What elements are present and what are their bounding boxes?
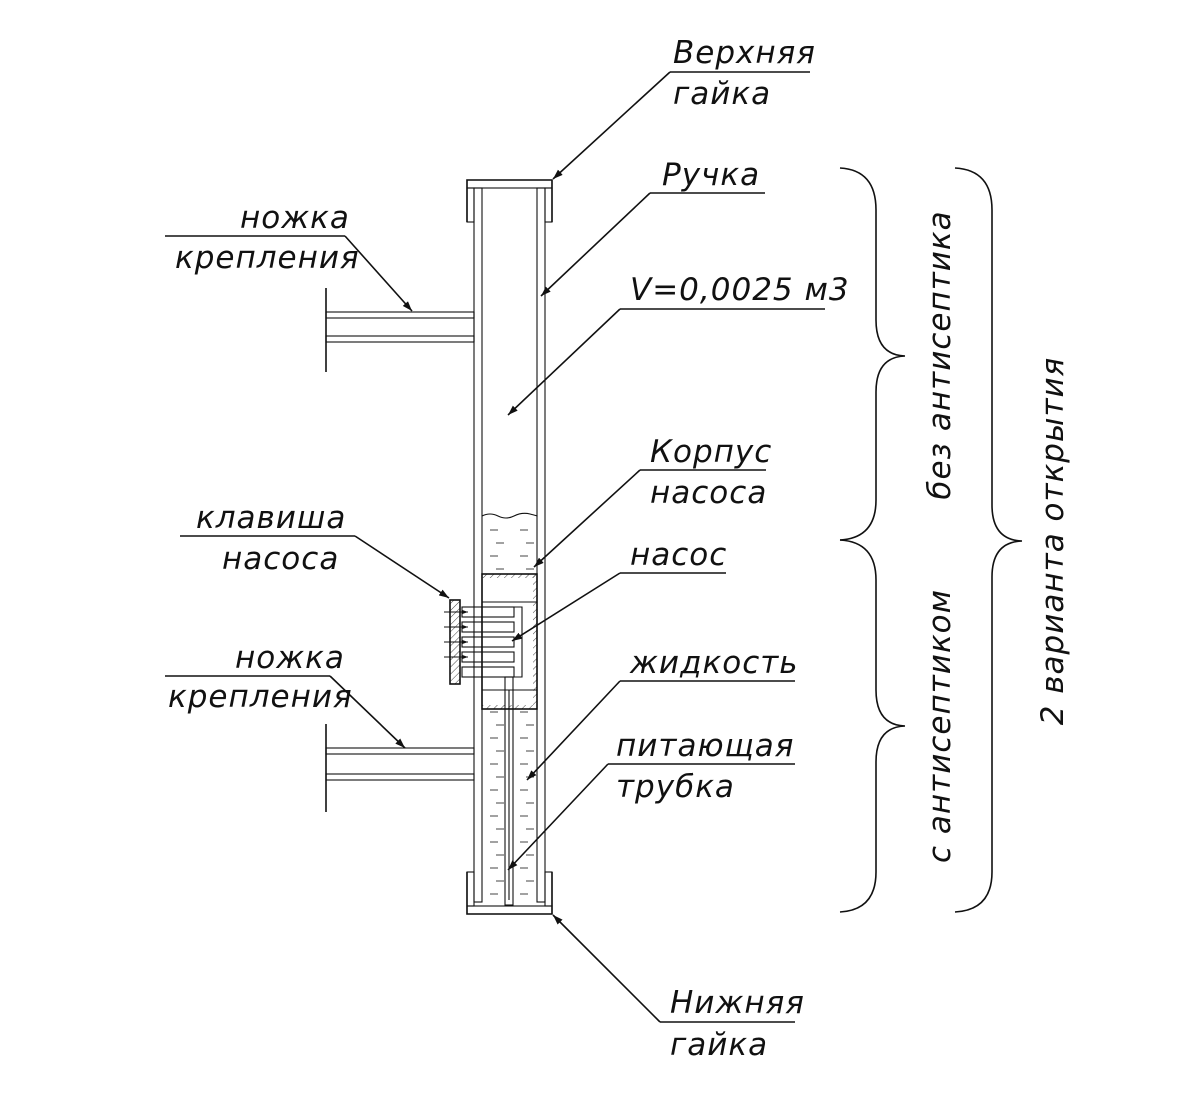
label-leg-top-1: ножка — [240, 200, 350, 236]
mounting-leg-bottom — [325, 724, 475, 812]
leader-volume — [507, 308, 825, 416]
leader-handle — [540, 192, 765, 297]
pump-body — [481, 573, 538, 710]
label-leg-bottom-1: ножка — [235, 640, 345, 676]
label-leg-top-2: крепления — [175, 240, 360, 276]
brace-two-options — [954, 167, 1023, 913]
leader-bottom-nut — [552, 914, 795, 1023]
leader-pump — [511, 572, 726, 642]
leader-pump-key — [180, 535, 450, 599]
pump-mechanism — [461, 606, 523, 906]
leader-liquid — [526, 680, 795, 781]
leader-leg-top — [165, 235, 413, 312]
brace-without-antiseptic — [839, 167, 906, 541]
label-top-nut-1: Верхняя — [673, 35, 816, 71]
liquid — [481, 512, 538, 895]
label-two-options: 2 варианта открытия — [1035, 357, 1071, 726]
label-feed-tube-1: питающая — [616, 728, 794, 764]
mounting-leg-top — [325, 288, 475, 372]
label-pump: насос — [630, 537, 727, 573]
leader-top-nut — [552, 71, 810, 180]
label-pump-key-1: клавиша — [196, 500, 346, 536]
leader-leg-bottom — [165, 675, 406, 749]
leader-feed-tube — [507, 763, 795, 871]
pump-key — [444, 599, 468, 685]
label-leg-bottom-2: крепления — [168, 679, 353, 715]
label-bottom-nut-2: гайка — [670, 1027, 768, 1063]
label-volume: V=0,0025 м3 — [630, 272, 850, 308]
label-top-nut-2: гайка — [673, 76, 771, 112]
label-with-antiseptic: с антисептиком — [922, 589, 958, 863]
label-pump-key-2: насоса — [222, 541, 339, 577]
label-feed-tube-2: трубка — [616, 769, 735, 805]
label-bottom-nut-1: Нижняя — [670, 985, 805, 1021]
label-handle: Ручка — [662, 157, 760, 193]
label-without-antiseptic: без антисептика — [922, 210, 958, 499]
label-pump-body-2: насоса — [650, 475, 767, 511]
leader-pump-body — [533, 469, 766, 568]
top-nut — [466, 179, 553, 223]
brace-with-antiseptic — [839, 539, 906, 913]
label-liquid: жидкость — [629, 645, 799, 681]
label-pump-body-1: Корпус — [650, 434, 772, 470]
bottom-nut — [466, 871, 553, 915]
